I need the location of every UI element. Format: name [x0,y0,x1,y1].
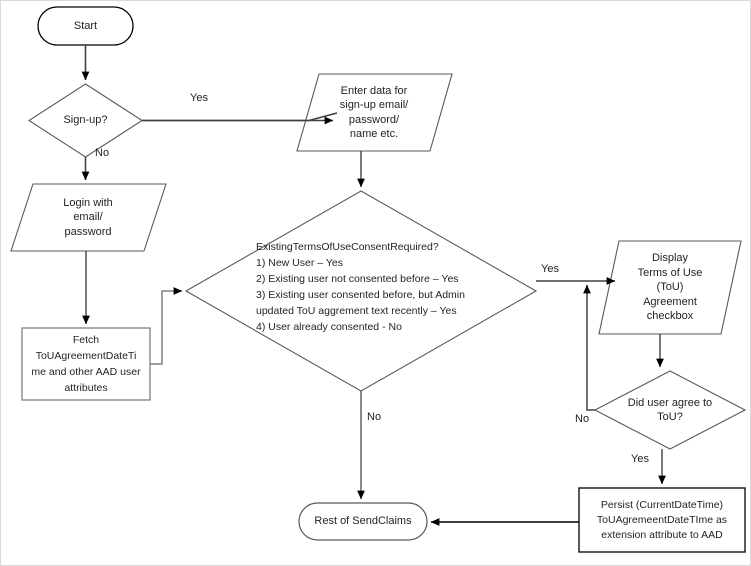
node-agree-decision-shape [593,370,747,450]
node-fetch-shape [21,327,151,401]
connector-fetch-to-consent [150,287,183,365]
edge-label-signup-no: No [95,147,110,159]
node-persist-shape [578,487,746,553]
edge-label-signup-yes: Yes [190,92,208,104]
edge-label-consent-yes: Yes [541,263,559,275]
connector-agree-no [583,284,595,411]
node-consent-decision-label: ExistingTermsOfUseConsentRequired? 1) Ne… [256,241,465,333]
node-rest-of-sendclaims-shape [298,502,428,541]
node-display-tou-shape [598,240,742,335]
node-enter-data-shape [296,73,453,152]
node-start-shape [37,6,134,46]
node-signup-shape [27,83,144,158]
node-login-shape [10,183,167,252]
edge-label-agree-no: No [575,413,590,425]
edge-label-agree-yes: Yes [631,453,649,465]
edge-label-consent-no: No [367,411,382,423]
